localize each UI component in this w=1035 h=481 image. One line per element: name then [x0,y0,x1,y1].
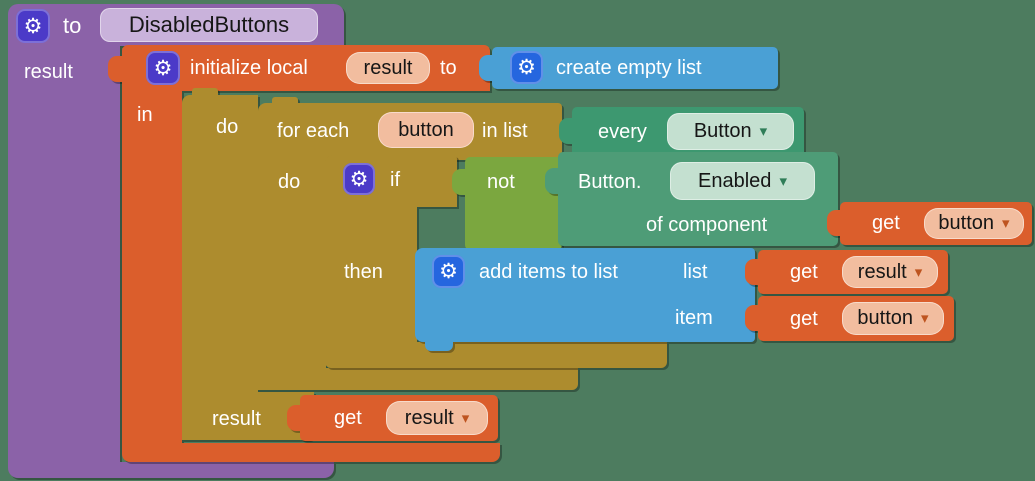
add-items-label: add items to list [479,261,618,283]
get-var-dropdown[interactable]: button ▾ [842,302,944,335]
procedure-to-label: to [63,13,82,38]
procedure-name: DisabledButtons [128,12,290,37]
mutator-gear-icon[interactable]: ⚙ [343,163,375,195]
dropdown-value: button [857,307,914,329]
get-var-dropdown[interactable]: result ▾ [386,401,488,435]
dropdown-value: result [857,260,907,283]
create-empty-list-label: create empty list [556,57,702,79]
every-label: every [598,121,647,143]
local-var-name-field[interactable]: result [346,52,430,84]
value-plug [745,259,760,285]
dropdown-value: button [938,212,995,234]
dropdown-arrow-icon: ▾ [779,172,787,190]
do-result-left-spine [182,95,258,440]
init-local-left-spine [122,91,182,443]
not-label: not [487,171,515,193]
for-each-label: for each [277,120,350,142]
value-plug [479,55,494,81]
dropdown-arrow-icon: ▾ [1002,215,1010,232]
dropdown-arrow-icon: ▾ [461,409,470,427]
procedure-name-field[interactable]: DisabledButtons [100,8,318,42]
next-statement-tab [425,341,453,351]
dropdown-arrow-icon: ▾ [914,263,923,281]
for-each-left-spine [258,160,326,390]
procedure-result-label: result [24,61,73,83]
value-plug [452,169,467,195]
value-plug [745,305,760,331]
get-var-dropdown[interactable]: button ▾ [924,208,1024,239]
dropdown-value: Button [693,120,752,142]
value-plug [545,168,560,194]
mutator-gear-icon[interactable]: ⚙ [432,255,465,288]
get-button-component-block[interactable]: get button ▾ [827,202,1032,245]
do-result-result-label: result [212,408,261,430]
init-local-in-label: in [137,104,153,126]
get-button-item-block[interactable]: get button ▾ [745,296,954,341]
property-getter-block[interactable]: Button. Enabled ▾ of component [545,152,838,246]
dropdown-value: Enabled [698,169,772,192]
property-component-label: Button. [578,171,642,193]
get-result-return-block[interactable]: get result ▾ [287,395,498,441]
property-dropdown[interactable]: Enabled ▾ [670,162,815,200]
value-plug [559,118,574,144]
get-label: get [334,407,362,429]
for-each-do-label: do [278,171,301,193]
every-component-block[interactable]: every Button ▾ [559,107,804,157]
mutator-gear-icon[interactable]: ⚙ [146,51,180,85]
dropdown-arrow-icon: ▾ [921,310,929,327]
for-each-in-list-label: in list [482,120,528,142]
add-items-item-label: item [675,307,713,329]
procedure-left-spine [8,44,120,464]
for-each-bottom-arm [258,368,578,390]
get-result-list-block[interactable]: get result ▾ [745,250,948,294]
do-result-top-tab [192,88,218,98]
property-of-component-label: of component [646,214,768,236]
mutator-gear-icon[interactable]: ⚙ [510,51,543,84]
init-local-to-label: to [440,57,457,79]
loop-var-name: button [398,118,454,141]
dropdown-arrow-icon: ▾ [759,123,768,140]
component-type-dropdown[interactable]: Button ▾ [667,113,794,150]
get-label: get [790,308,818,330]
if-label: if [390,169,400,191]
get-label: get [790,261,818,283]
init-local-bottom-arm [122,443,500,462]
loop-var-name-field[interactable]: button [378,112,474,148]
value-plug [827,210,842,236]
do-result-do-label: do [216,116,239,138]
value-plug [287,405,302,431]
add-items-list-label: list [683,261,708,283]
get-var-dropdown[interactable]: result ▾ [842,256,938,288]
block-body [415,248,755,342]
procedure-bottom-arm [8,462,334,478]
value-plug [108,56,123,82]
if-bottom-arm [325,342,667,368]
if-then-label: then [344,261,383,283]
if-left-spine [325,207,417,342]
mutator-gear-icon[interactable]: ⚙ [16,9,50,43]
get-label: get [872,212,900,234]
create-empty-list-block[interactable]: ⚙ create empty list [479,47,778,89]
local-var-name: result [363,56,413,79]
add-items-to-list-block[interactable]: ⚙ add items to list list item [415,248,755,351]
dropdown-value: result [404,406,454,429]
init-local-label: initialize local [190,57,308,79]
for-each-top-tab [272,97,298,107]
